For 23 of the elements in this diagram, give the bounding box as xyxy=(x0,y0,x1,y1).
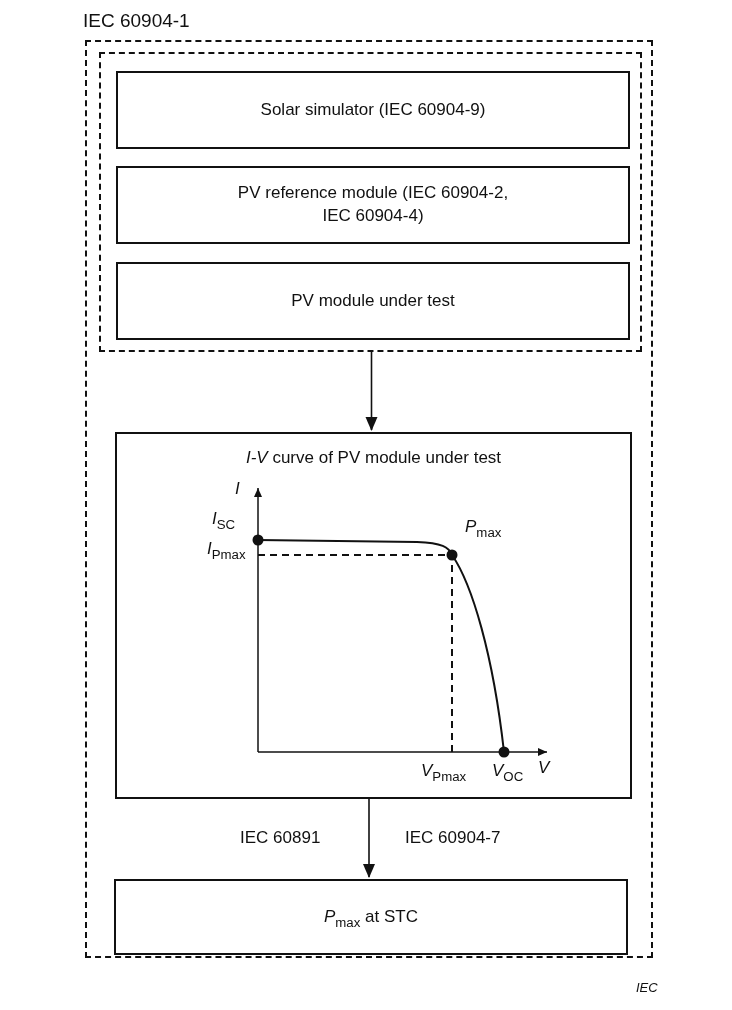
process-box xyxy=(116,166,630,244)
box-label: PV module under test xyxy=(291,289,455,312)
dashed-group-box xyxy=(99,52,642,352)
arrow xyxy=(363,796,375,878)
axis-label: I xyxy=(235,480,240,497)
process-box xyxy=(116,71,630,149)
point-label: P$_{max}$ xyxy=(465,518,502,535)
point-label: I$_{Pmax}$ xyxy=(207,540,246,557)
point-label: I$_{SC}$ xyxy=(212,510,236,527)
point-label: V$_{OC}$ xyxy=(492,762,524,779)
process-box xyxy=(114,879,628,955)
figure-credit: IEC xyxy=(636,980,658,995)
box-label: PV reference module (IEC 60904-2, IEC 60904-4) xyxy=(236,182,510,227)
box-label: P$_{max}$ at STC xyxy=(324,905,418,929)
process-box xyxy=(116,262,630,340)
axis-label: V xyxy=(538,759,550,776)
point-label: V$_{Pmax}$ xyxy=(421,762,467,779)
chart-title: I-V curve of PV module under test xyxy=(244,448,503,468)
group-heading: IEC 60904-1 xyxy=(83,10,190,32)
standard-label: IEC 60904-7 xyxy=(405,828,501,848)
standard-label: IEC 60891 xyxy=(240,828,321,848)
arrow xyxy=(365,349,378,431)
box-label: Solar simulator (IEC 60904-9) xyxy=(260,98,486,121)
